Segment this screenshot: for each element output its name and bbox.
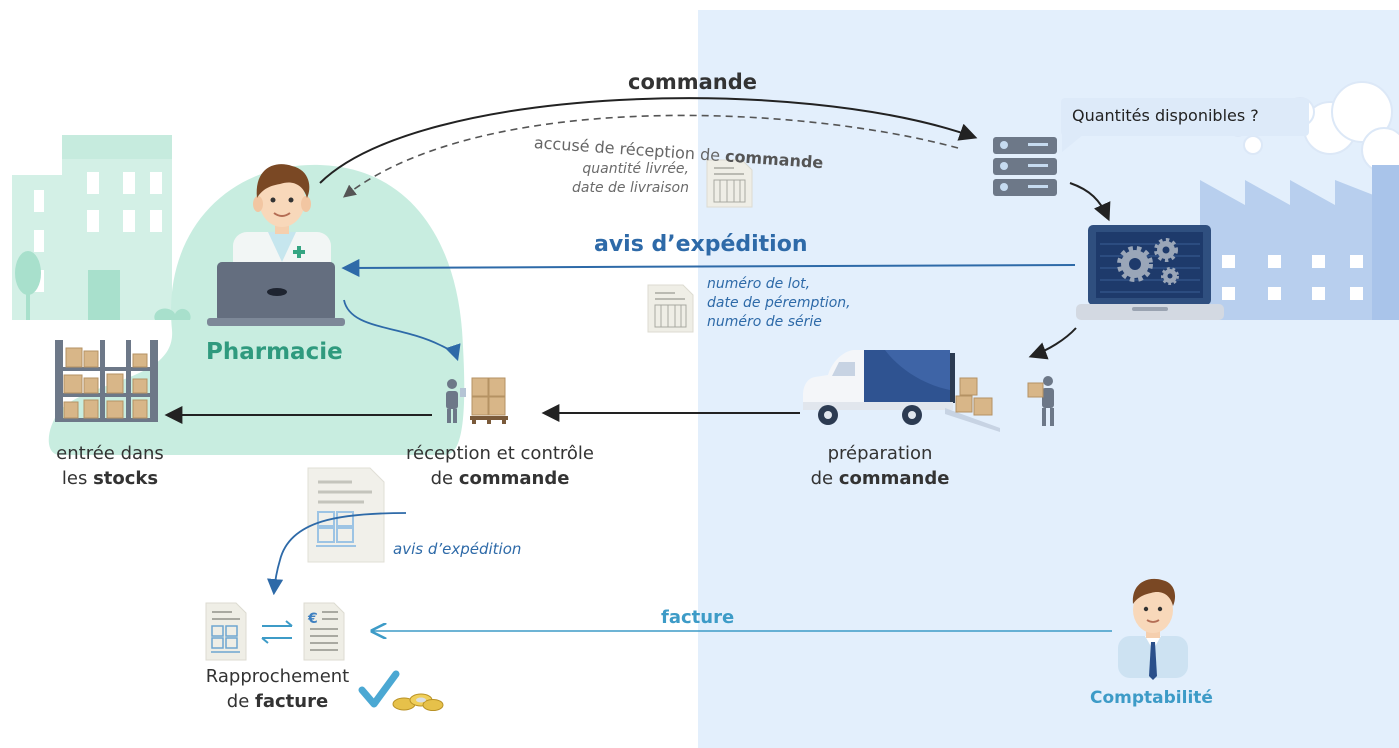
label-commande: commande bbox=[628, 70, 758, 94]
label-stocks-line1: entrée dans bbox=[56, 443, 164, 464]
coins-icon bbox=[392, 693, 444, 711]
svg-text:€: € bbox=[307, 611, 318, 627]
speech-bubble bbox=[1061, 98, 1309, 152]
label-reception-line1: réception et contrôle bbox=[406, 443, 594, 464]
label-avis-expedition: avis d’expédition bbox=[594, 232, 808, 257]
label-avis-expedition-doc: avis d’expédition bbox=[393, 540, 522, 558]
label-reception-controle: réception et contrôle de commande bbox=[375, 441, 625, 491]
document-icon-avis-expedition bbox=[307, 467, 385, 563]
label-accuse-detail-2: date de livraison bbox=[572, 180, 689, 196]
document-icon-accuse bbox=[706, 159, 753, 208]
speech-bubble-text: Quantités disponibles ? bbox=[1072, 106, 1259, 125]
label-comptabilite: Comptabilité bbox=[1090, 688, 1213, 708]
arrow-accuse-reception bbox=[342, 114, 959, 198]
match-arrows-icon bbox=[261, 620, 293, 644]
label-rapprochement-line2-pre: de bbox=[226, 691, 250, 712]
label-rapprochement-line1: Rapprochement bbox=[205, 666, 350, 687]
arrow-commande bbox=[319, 97, 978, 184]
label-stocks-line2-pre: les bbox=[61, 468, 88, 489]
label-avis-detail-3: numéro de série bbox=[707, 314, 822, 330]
checkmark-icon bbox=[358, 670, 400, 708]
arrow-avis-expedition bbox=[341, 258, 1076, 277]
factory bbox=[1200, 165, 1399, 320]
label-avis-detail: numéro de lot, date de péremption, numér… bbox=[707, 275, 851, 332]
server-icon bbox=[993, 137, 1057, 196]
label-pharmacie: Pharmacie bbox=[206, 339, 343, 365]
label-reception-line2-bold: commande bbox=[458, 468, 570, 489]
invoice-document-icon: € bbox=[303, 602, 345, 661]
label-accuse-detail-1: quantité livrée, bbox=[582, 161, 689, 177]
label-facture: facture bbox=[661, 607, 735, 628]
label-preparation-line2-pre: de bbox=[810, 468, 834, 489]
label-entree-stocks: entrée dans les stocks bbox=[30, 441, 190, 491]
label-avis-detail-2: date de péremption, bbox=[707, 295, 851, 311]
label-preparation-line2-bold: commande bbox=[838, 468, 950, 489]
delivery-truck-icon bbox=[803, 350, 1054, 432]
document-icon-shipment-notice bbox=[205, 602, 247, 661]
reception-icon bbox=[446, 377, 508, 424]
label-rapprochement-line2-bold: facture bbox=[255, 691, 329, 712]
accountant-avatar bbox=[1118, 578, 1188, 680]
label-avis-detail-1: numéro de lot, bbox=[707, 276, 811, 292]
label-stocks-line2-bold: stocks bbox=[93, 468, 159, 489]
arrow-laptop-to-preparation bbox=[1028, 327, 1077, 360]
arrow-reception-to-rapprochement bbox=[267, 512, 407, 596]
arrow-laptop-to-reception bbox=[343, 299, 461, 362]
stock-shelves-icon bbox=[55, 340, 158, 422]
pharmacy-building bbox=[12, 135, 172, 320]
arrow-server-to-laptop bbox=[1069, 182, 1111, 222]
supplier-laptop-icon bbox=[1076, 225, 1224, 320]
label-preparation-line1: préparation bbox=[827, 443, 933, 464]
label-preparation: préparation de commande bbox=[780, 441, 980, 491]
label-rapprochement: Rapprochement de facture bbox=[190, 664, 365, 714]
label-reception-line2-pre: de bbox=[430, 468, 454, 489]
label-accuse-detail: quantité livrée, date de livraison bbox=[553, 160, 689, 198]
document-icon-avis bbox=[647, 284, 694, 333]
pharmacist-avatar bbox=[207, 164, 345, 326]
